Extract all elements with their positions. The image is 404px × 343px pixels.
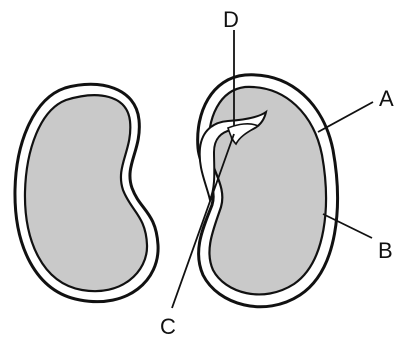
label-b: B <box>378 238 393 263</box>
label-d: D <box>223 7 239 32</box>
left-seed-half <box>15 84 158 301</box>
right-seed-half <box>198 75 338 307</box>
leader-line-a <box>318 102 373 132</box>
label-c: C <box>160 314 176 339</box>
label-a: A <box>379 86 394 111</box>
